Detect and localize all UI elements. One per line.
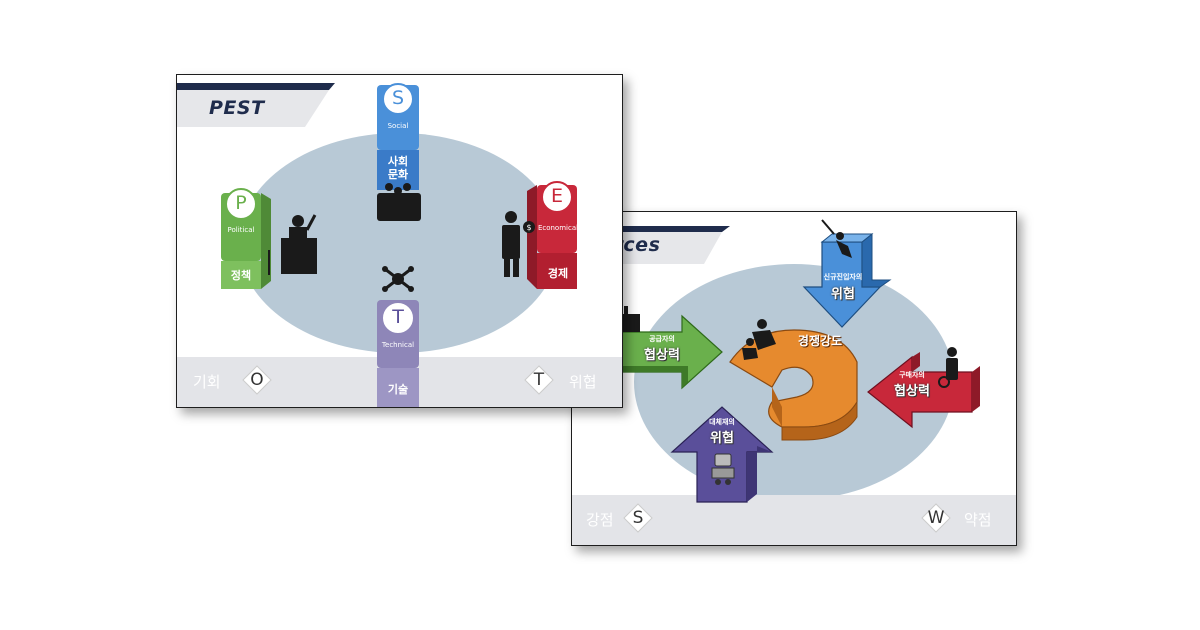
buyers-big-label: 협상력	[894, 384, 930, 399]
weakness-label: 약점	[964, 511, 992, 529]
rivalry-block	[729, 319, 858, 441]
new-entrants-big-label: 위협	[831, 287, 855, 302]
technical-korean: 기술	[387, 383, 409, 396]
social-english: Social	[387, 122, 409, 130]
economical-korean: 경제	[547, 267, 569, 280]
political-letter: P	[235, 192, 247, 214]
threat-label: 위협	[569, 373, 597, 391]
opportunity-label: 기회	[193, 373, 221, 391]
strength-label: 강점	[586, 511, 614, 529]
technical-english: Technical	[381, 341, 415, 349]
social-korean-line1: 사회	[387, 155, 409, 168]
opportunity-letter: O	[250, 370, 264, 390]
economical-pillar: $	[502, 181, 577, 289]
social-letter: S	[391, 87, 405, 109]
five-forces-slide: orces 경쟁강도 신규진입자의 위협 공급자의 협상력 구매자의 협상력 대…	[571, 211, 1017, 546]
threat-letter: T	[533, 370, 545, 390]
buyers-arrow	[867, 347, 980, 429]
pest-title: PEST	[209, 97, 265, 119]
suppliers-arrow	[611, 306, 723, 390]
pest-slide: $ PEST S Social 사회 문화 P Political 정책 E E…	[176, 74, 623, 408]
strength-letter: S	[632, 508, 644, 528]
five-forces-graphic	[572, 219, 1016, 545]
rivalry-label: 경쟁강도	[797, 334, 843, 348]
suppliers-small-label: 공급자의	[649, 335, 675, 343]
new-entrants-arrow	[802, 219, 892, 328]
social-korean-line2: 문화	[387, 168, 409, 181]
economical-english: Economical	[537, 224, 579, 232]
new-entrants-small-label: 신규진입자의	[823, 273, 863, 281]
pest-graphic: $	[177, 83, 622, 407]
buyers-small-label: 구매자의	[899, 371, 925, 379]
suppliers-big-label: 협상력	[644, 348, 680, 363]
weakness-letter: W	[927, 508, 945, 528]
political-pillar	[221, 188, 317, 289]
economical-letter: E	[550, 185, 563, 207]
svg-text:$: $	[526, 223, 531, 232]
substitutes-big-label: 위협	[710, 431, 734, 446]
political-korean: 정책	[230, 269, 252, 282]
pest-ellipse	[239, 133, 559, 353]
social-pillar	[377, 83, 421, 221]
technical-letter: T	[392, 306, 404, 328]
substitutes-arrow	[670, 406, 774, 503]
political-english: Political	[227, 226, 255, 234]
substitutes-small-label: 대체재의	[709, 418, 735, 426]
technical-pillar	[377, 266, 419, 407]
